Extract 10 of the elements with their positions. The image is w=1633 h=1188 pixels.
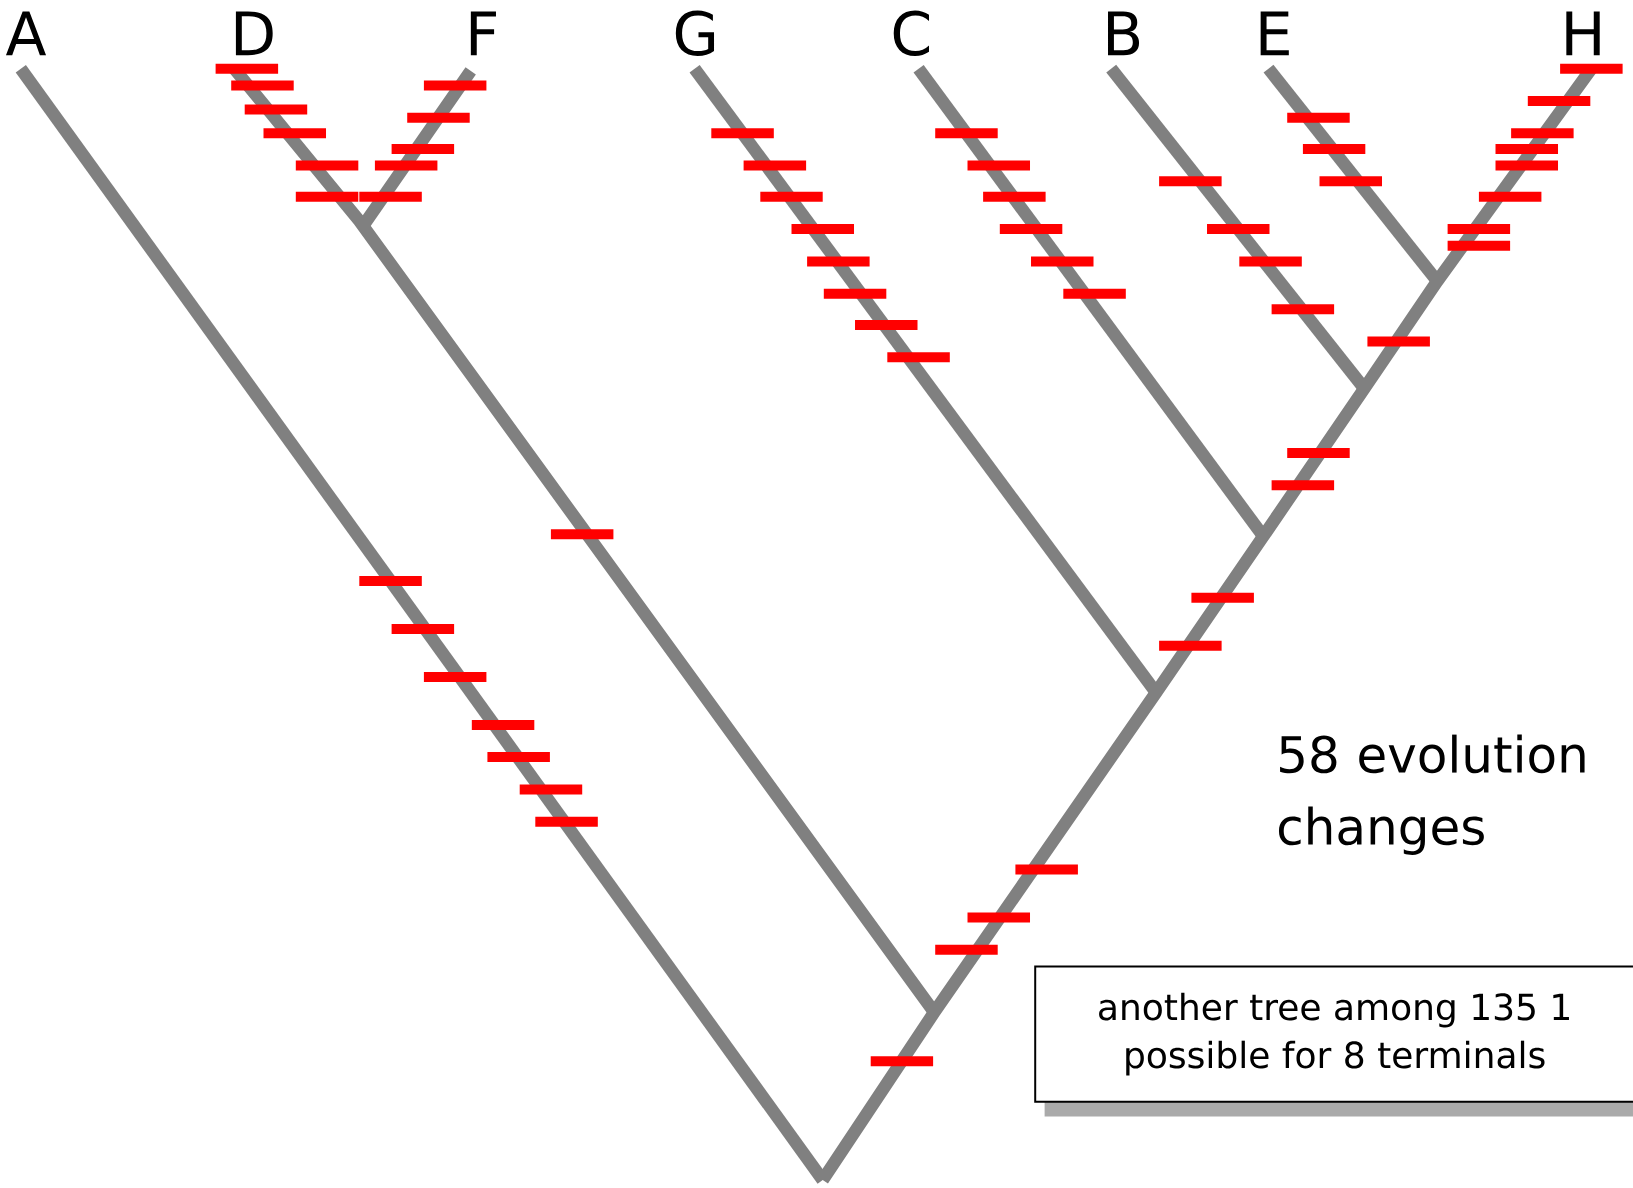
terminal-label: B [1108, 11, 1140, 56]
terminal-label: F [470, 11, 496, 56]
terminal-label: A [5, 11, 47, 56]
note-box: another tree among 135 1 possible for 8 terminals [1034, 965, 1633, 1117]
terminal-label: E [1260, 11, 1289, 56]
terminal-label: G [675, 10, 714, 56]
terminal-label: D [235, 11, 273, 56]
terminal-label: C [893, 10, 929, 56]
change-count-text: 58 evolution changes [1278, 734, 1585, 855]
terminal-label: H [1566, 11, 1600, 56]
